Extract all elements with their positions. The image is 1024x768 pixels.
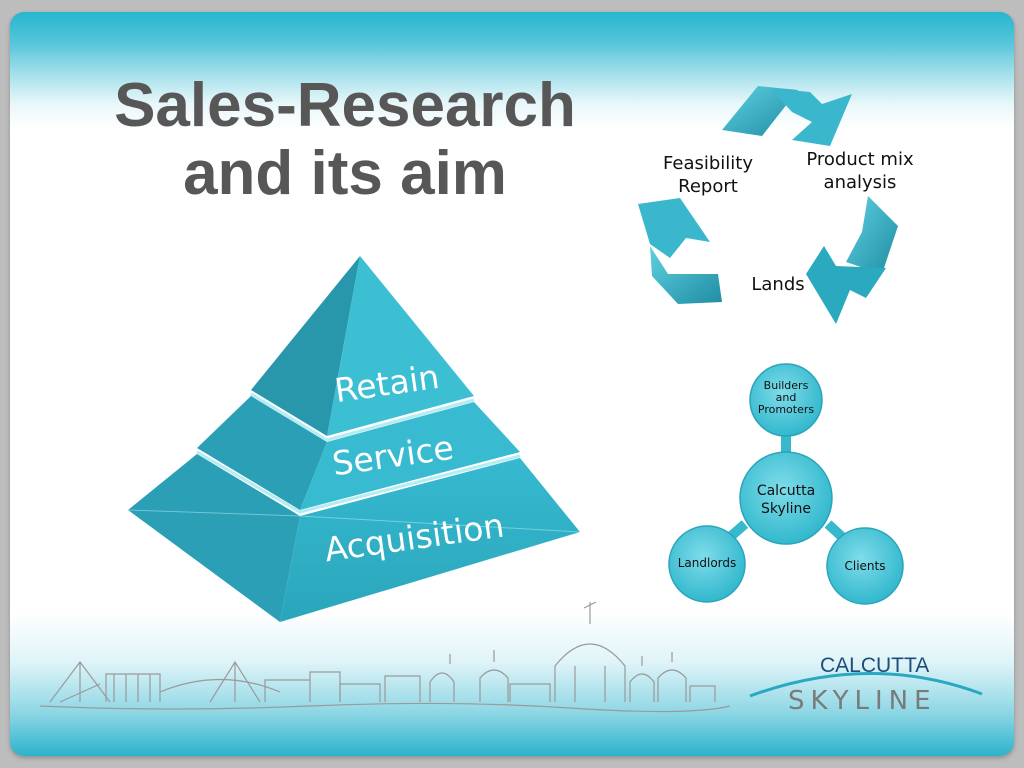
hub-bubble-clients [826, 527, 904, 605]
hub-bubble-center [739, 451, 833, 545]
cycle-arrow-left-head [638, 198, 710, 258]
pyramid-top-front-face [327, 256, 474, 436]
cycle-arrow-right-head [806, 246, 886, 324]
cycle-label-lands: Lands [751, 274, 805, 295]
center-line-1: Calcutta [756, 483, 816, 499]
center-line-2: Skyline [760, 501, 812, 517]
title-line-1: Sales-Research [114, 71, 576, 140]
title-line-2: and its aim [183, 139, 507, 208]
slide: Sales-Research and its aim [10, 12, 1014, 756]
pyramid-middle-front-face [300, 402, 520, 510]
hub-bubble-builders [749, 363, 823, 437]
hub-label-center: Calcutta Skyline [742, 482, 830, 518]
cycle-arrow-top-head [770, 88, 852, 146]
product-line-2: analysis [823, 172, 897, 193]
builders-line-2: and [775, 391, 797, 404]
calcutta-skyline-logo: CALCUTTA SKYLINE [780, 652, 980, 722]
pyramid-bottom-left-face [128, 454, 300, 622]
cycle-arrow-left [650, 246, 722, 304]
hub-bubble-landlords [668, 525, 746, 603]
slide-title: Sales-Research and its aim [65, 72, 625, 208]
feasibility-line-1: Feasibility [663, 153, 753, 174]
logo-top-text: CALCUTTA [820, 654, 930, 677]
pyramid-middle-left-face [197, 396, 327, 510]
pyramid [127, 256, 581, 622]
cycle-diagram [39, 86, 983, 713]
logo-swoosh [749, 672, 983, 698]
cycle-label-feasibility: Feasibility Report [650, 152, 766, 198]
product-line-1: Product mix [806, 149, 914, 170]
hub-label-builders: Builders and Promoters [750, 380, 822, 416]
logo-bottom-text: SKYLINE [788, 686, 937, 716]
builders-line-1: Builders [763, 379, 809, 392]
builders-line-3: Promoters [757, 403, 815, 416]
cycle-label-product-mix: Product mix analysis [796, 148, 924, 194]
hub-label-landlords: Landlords [677, 556, 737, 570]
cycle-arrow-top [722, 86, 798, 136]
pyramid-bottom-front-face [280, 458, 580, 622]
cycle-arrow-right [846, 196, 898, 274]
feasibility-line-2: Report [678, 176, 738, 197]
city-skyline-sketch [39, 601, 731, 713]
hub-label-clients: Clients [844, 559, 886, 573]
pyramid-top-left-face [251, 256, 360, 436]
